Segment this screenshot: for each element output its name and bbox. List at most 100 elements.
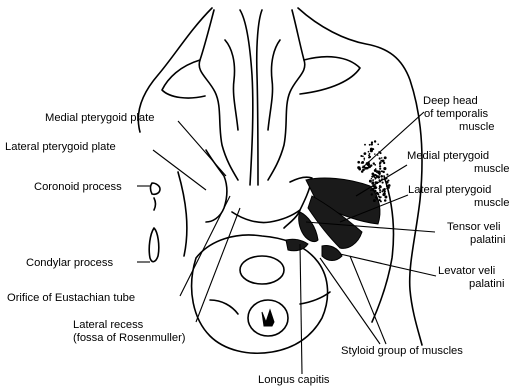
temporalis-stipple-dot	[388, 184, 391, 187]
temporalis-stipple-dot	[384, 192, 386, 194]
temporalis-stipple-dot	[379, 168, 381, 170]
label-medial-pterygoid-2: muscle	[474, 163, 509, 175]
temporalis-stipple-dot	[379, 161, 381, 163]
leader-lateral-recess	[196, 208, 240, 322]
label-levator-veli-2: palatini	[469, 278, 504, 290]
leader-levator-veli-palatini	[340, 254, 436, 276]
temporalis-stipple-dot	[382, 182, 384, 184]
label-lateral-pterygoid-plate: Lateral pterygoid plate	[5, 141, 116, 153]
leader-styloid-group-a	[320, 258, 380, 344]
temporalis-stipple-dot	[380, 175, 383, 178]
temporalis-stipple-dot	[381, 170, 383, 172]
label-styloid-group: Styloid group of muscles	[341, 345, 463, 357]
temporalis-stipple-dot	[383, 171, 385, 173]
temporalis-stipple-dot	[368, 151, 370, 153]
right-face-outline	[298, 8, 422, 345]
temporalis-stipple-dot	[388, 187, 390, 189]
label-deep-head-1: Deep head	[423, 95, 478, 107]
right-transverse-process	[300, 292, 330, 304]
temporalis-stipple-dot	[384, 199, 387, 202]
temporalis-stipple-dot	[371, 141, 373, 143]
temporalis-stipple-dot	[378, 175, 379, 176]
temporalis-stipple-dot	[372, 180, 374, 182]
leader-longus-capitis	[300, 244, 302, 374]
temporalis-stipple-dot	[369, 153, 371, 155]
right-turbinate	[268, 40, 280, 130]
label-lateral-pterygoid-2: muscle	[474, 197, 509, 209]
temporalis-stipple-dot	[386, 174, 388, 176]
temporalis-stipple-dot	[364, 159, 365, 160]
leader-lateral-pterygoid-plate	[153, 150, 206, 190]
label-lateral-recess-2: (fossa of Rosenmuller)	[73, 332, 186, 344]
temporalis-stipple-dot	[379, 185, 381, 187]
temporalis-stipple-dot	[371, 182, 374, 185]
temporalis-stipple-dot	[382, 193, 385, 196]
left-pterygoid-block	[206, 150, 227, 222]
temporalis-stipple-dot	[378, 196, 380, 198]
right-nasal-cavity	[268, 10, 305, 180]
temporalis-stipple-dot	[379, 172, 381, 174]
temporalis-stipple-dot	[369, 144, 371, 146]
label-deep-head-3: muscle	[459, 121, 494, 133]
temporalis-stipple-dot	[379, 165, 381, 167]
parapharyngeal-space	[178, 172, 187, 256]
temporalis-stipple-dot	[371, 178, 372, 179]
label-levator-veli-1: Levator veli	[438, 265, 495, 277]
temporalis-stipple-dot	[363, 157, 365, 159]
right-maxillary-sinus	[300, 57, 360, 94]
temporalis-stipple-dot	[376, 198, 378, 200]
temporalis-stipple-dot	[370, 164, 372, 166]
temporalis-stipple-dot	[374, 140, 376, 142]
temporalis-stipple-dot	[376, 175, 379, 178]
temporalis-stipple-dot	[360, 155, 362, 157]
spinal-cord-mark	[262, 310, 274, 326]
temporalis-stipple-dot	[362, 168, 365, 171]
condylar-process-shape	[149, 228, 159, 262]
label-deep-head-2: of temporalis	[424, 108, 488, 120]
label-coronoid-process: Coronoid process	[34, 181, 122, 193]
temporalis-stipple-dot	[377, 170, 379, 172]
label-tensor-veli-2: palatini	[470, 234, 505, 246]
temporalis-stipple-dot	[383, 167, 386, 170]
label-orifice-eustachian: Orifice of Eustachian tube	[7, 292, 135, 304]
left-nasal-cavity	[199, 10, 238, 180]
temporalis-stipple-dot	[382, 160, 384, 162]
leader-orifice-eustachian	[180, 196, 230, 296]
temporalis-stipple-dot	[366, 167, 369, 170]
label-condylar-process: Condylar process	[26, 257, 113, 269]
vertebra-outer	[192, 235, 328, 353]
temporalis-stipple-dot	[384, 196, 387, 199]
leader-medial-pterygoid-plate	[178, 121, 226, 176]
temporalis-stipple-dot	[377, 143, 379, 145]
coronoid-process-shape	[151, 183, 161, 194]
nasal-septum	[240, 10, 262, 185]
temporalis-stipple-dot	[368, 156, 370, 158]
label-medial-pterygoid-1: Medial pterygoid	[407, 150, 489, 162]
levator-veli-palatini-muscle	[322, 245, 342, 260]
label-lateral-recess-1: Lateral recess	[73, 319, 144, 331]
left-transverse-process	[210, 300, 238, 314]
temporalis-stipple-dot	[371, 193, 373, 195]
vertebra-body	[240, 256, 284, 284]
temporalis-stipple-dot	[364, 144, 366, 146]
temporalis-stipple-dot	[371, 172, 374, 175]
pharyngeal-wall	[232, 210, 300, 223]
temporalis-stipple-dot	[364, 152, 367, 155]
temporalis-stipple-dot	[358, 168, 361, 171]
temporalis-stipple-dot	[379, 157, 381, 159]
temporalis-stipple-dot	[379, 189, 381, 191]
temporalis-stipple-dot	[381, 157, 382, 158]
temporalis-stipple-dot	[384, 188, 386, 190]
temporalis-stipple-dot	[384, 156, 387, 159]
temporalis-stipple-dot	[379, 199, 381, 201]
temporalis-stipple-dot	[374, 190, 377, 193]
temporalis-stipple-dot	[380, 196, 381, 197]
left-turbinate	[225, 40, 238, 130]
label-medial-pterygoid-plate: Medial pterygoid plate	[45, 112, 154, 124]
temporalis-stipple-dot	[361, 161, 364, 164]
temporalis-stipple-dot	[377, 193, 379, 195]
temporalis-stipple-dot	[369, 180, 372, 183]
temporalis-stipple-dot	[374, 153, 375, 154]
temporalis-stipple-dot	[386, 181, 388, 183]
temporalis-stipple-dot	[381, 190, 383, 192]
